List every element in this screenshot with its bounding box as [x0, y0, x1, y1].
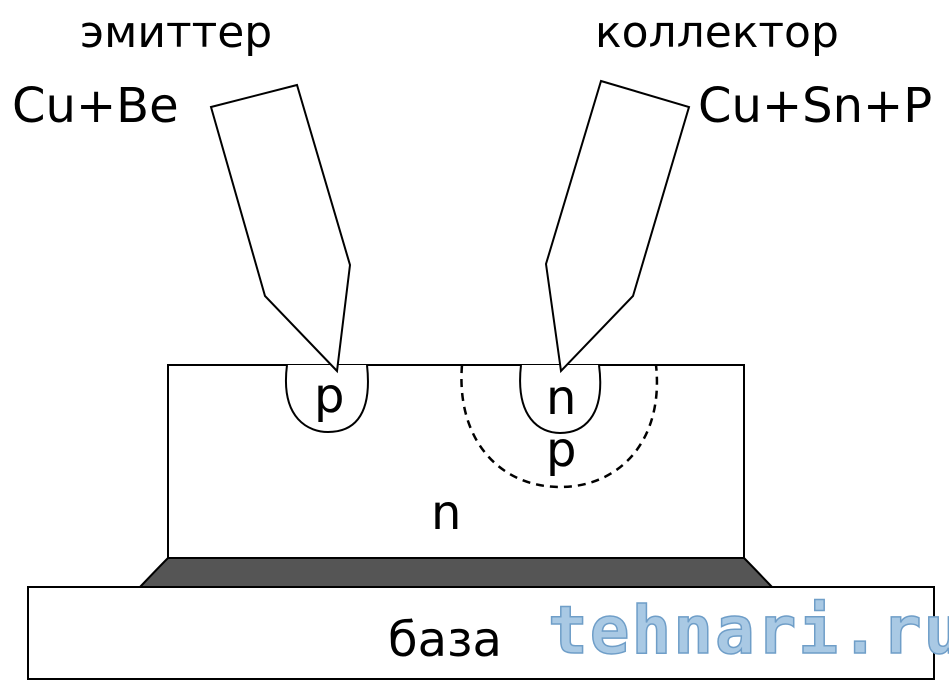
collector-needle [544, 79, 691, 374]
emitter-p-region [284, 364, 369, 434]
emitter-region-label: p [314, 368, 344, 424]
solder-layer [137, 557, 775, 588]
emitter-needle [209, 83, 352, 374]
collector-p-region [460, 364, 659, 489]
crystal-block [167, 364, 745, 559]
watermark: tehnari.ru [548, 592, 949, 669]
emitter-label: эмиттер [80, 7, 272, 58]
collector-p-label: p [546, 422, 576, 478]
collector-n-label: n [546, 370, 576, 426]
collector-n-region [519, 364, 602, 435]
collector-material-label: Cu+Sn+P [698, 78, 932, 134]
crystal-label: n [431, 485, 461, 541]
base-label: база [388, 612, 502, 668]
collector-label: коллектор [595, 7, 839, 58]
base-plate [27, 586, 935, 680]
emitter-material-label: Cu+Be [12, 78, 179, 134]
